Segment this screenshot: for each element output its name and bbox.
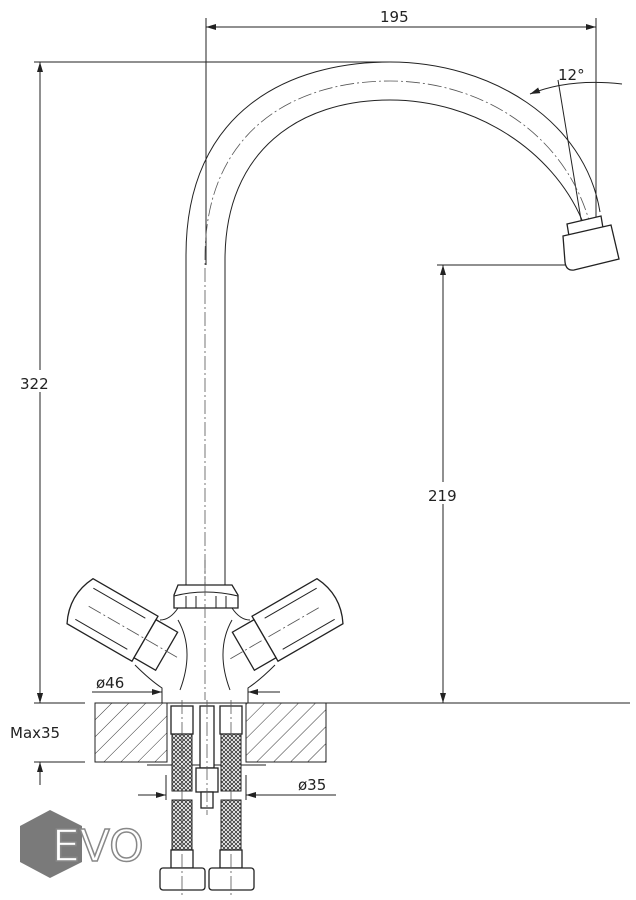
supply-hose-left <box>159 700 206 898</box>
dimension-label-max35: Max35 <box>10 724 60 742</box>
mounting-stud <box>195 700 219 815</box>
dimension-spout-reach: 195 <box>205 8 597 265</box>
dimension-label-46: ø46 <box>96 674 124 692</box>
dimension-label-12deg: 12° <box>558 66 585 84</box>
aerator <box>562 224 620 271</box>
countertop-section <box>34 702 630 766</box>
dimension-label-35: ø35 <box>298 776 326 794</box>
faucet-body <box>134 560 276 703</box>
dimension-label-322: 322 <box>20 375 49 393</box>
dimension-mounting-hole: ø35 <box>138 775 336 800</box>
dimension-label-195: 195 <box>380 8 409 26</box>
left-handle <box>66 577 180 672</box>
dimension-label-219: 219 <box>428 487 457 505</box>
dimension-spout-height: 219 <box>425 264 572 703</box>
logo-hexagon <box>20 810 82 878</box>
dimension-overall-height: 322 <box>18 61 390 703</box>
dimension-counter-thickness: Max35 <box>10 680 60 785</box>
spout-nut <box>173 584 239 609</box>
dimension-base-diameter: ø46 <box>92 674 280 695</box>
logo-text: EVO <box>52 821 144 872</box>
right-handle <box>230 577 344 672</box>
supply-hose-right <box>208 700 255 898</box>
spout <box>185 61 620 590</box>
evo-logo: EVO <box>20 810 145 878</box>
